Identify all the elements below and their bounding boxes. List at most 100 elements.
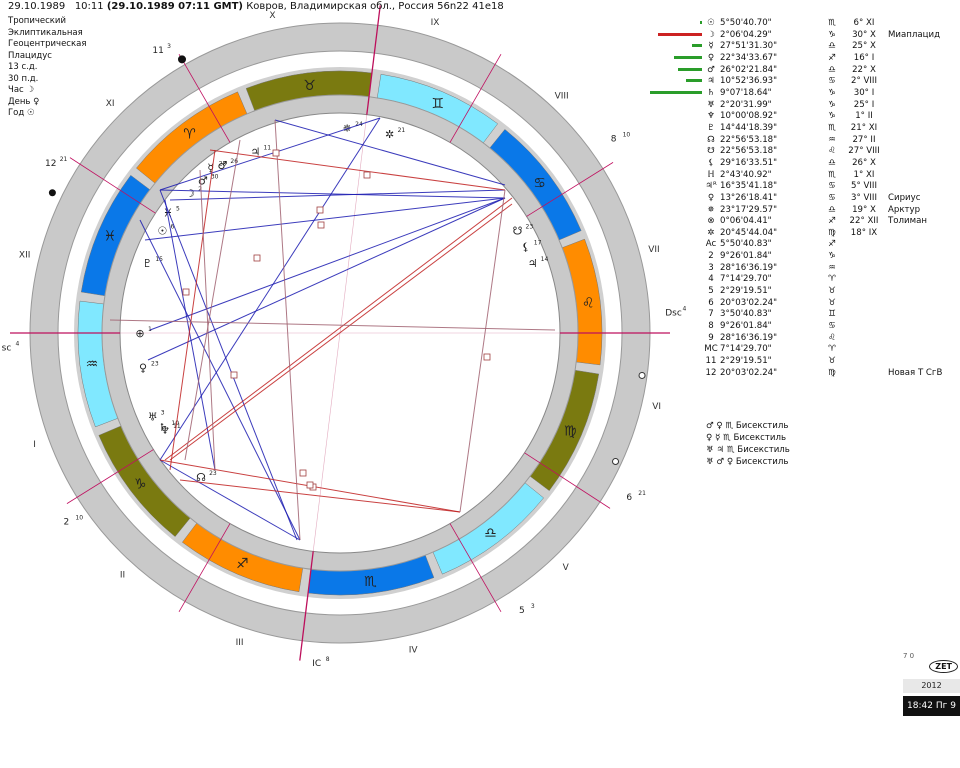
planet-symbol-icon: ☉ (707, 18, 715, 28)
cusp-degree: 21 (60, 156, 68, 163)
aspect-line (159, 189, 506, 199)
house-numeral: III (236, 638, 244, 648)
fixed-star-name (888, 251, 942, 263)
planet-symbol-icon: ☋ (707, 146, 715, 157)
planet-symbol-icon: ℍ (707, 169, 715, 180)
planet-position: 27°51'31.30" (720, 41, 778, 52)
planet-house: 21° XI (850, 122, 878, 133)
planet-row: ⚸29°16'33.51"♎26° X (646, 158, 942, 170)
aspect-strength-bar (646, 239, 702, 251)
aspect-bar (650, 90, 702, 94)
planet-house (840, 298, 888, 310)
zodiac-sign-icon: ♌ (828, 146, 836, 157)
house-cusp-line (524, 452, 611, 509)
zodiac-sign-icon: ♒ (828, 134, 836, 145)
chart-planet-degree: 23 (151, 361, 159, 368)
aspect-marker (483, 353, 491, 361)
aspect-bar (658, 32, 702, 36)
zodiac-sign-icon: ♐ (236, 556, 249, 572)
fixed-star-name (888, 65, 942, 77)
aspect-strength-bar (646, 333, 702, 345)
zodiac-sign-icon: ♊ (828, 309, 836, 320)
setting-year: Год ☉ (8, 108, 35, 118)
house-cusp-line (526, 162, 614, 217)
planet-symbol-icon: ♅ (707, 99, 715, 110)
taskbar-clock[interactable]: 18:42 Пг 9 (903, 696, 960, 716)
zet-logo[interactable]: ZET (929, 660, 958, 673)
house-numeral: XII (19, 250, 30, 260)
planet-symbol-icon: 6 (708, 297, 714, 308)
zodiac-sign-icon: ♊ (431, 96, 444, 112)
aspect-line (109, 319, 556, 331)
chart-planet-glyph: ⚸ (522, 240, 530, 253)
house-cusp-line (449, 53, 502, 143)
planet-position: 2°29'19.51" (720, 356, 772, 367)
aspect-strength-bar (646, 111, 702, 123)
house-numeral: VII (648, 245, 659, 255)
aspect-line (209, 149, 506, 191)
planet-house (840, 263, 888, 275)
house-cusp-line (178, 523, 231, 613)
planet-position: 20°03'02.24" (720, 367, 778, 378)
zodiac-sign-icon: ♉ (828, 297, 836, 308)
aspect-item: ♂ ♀ ♏ Бисекстиль (706, 421, 789, 431)
setting-coordinates: Эклиптикальная (8, 27, 83, 38)
cusp-degree: 4 (683, 306, 687, 313)
planet-position: 13°26'18.41" (720, 192, 778, 203)
zodiac-sign-icon: ♑ (828, 111, 836, 122)
planet-row: ✲20°45'44.04"♍18° IX (646, 228, 942, 240)
house-numeral: I (33, 440, 36, 450)
setting-center: Геоцентрическая (8, 39, 87, 49)
planet-house: 22° X (852, 64, 876, 75)
chart-planet-glyph: ♆ (160, 424, 170, 437)
aspect-bar (678, 67, 702, 71)
zodiac-sign-icon: ♑ (828, 87, 836, 98)
chart-planet-degree: 26 (230, 158, 238, 165)
planet-symbol-icon: Ac (705, 239, 717, 250)
zodiac-sign-icon: ♏ (828, 18, 836, 28)
setting-sd: 13 с.д. (8, 62, 38, 72)
cusp-degree: 4 (15, 340, 19, 347)
zodiac-sign-icon: ♈ (183, 126, 196, 142)
fixed-star-name: Сириус (888, 192, 921, 203)
planet-position: 2°06'04.29" (720, 29, 772, 40)
planet-house (840, 368, 888, 380)
aspect-strength-bar (646, 18, 702, 30)
chart-planet-glyph: ♇ (142, 257, 152, 270)
aspect-line (159, 189, 298, 541)
zodiac-sign-icon: ♉ (828, 356, 836, 367)
zodiac-sign-icon: ♍ (828, 227, 836, 238)
planet-symbol-icon: ⊗ (707, 216, 715, 227)
chart-planet-degree: 11 (263, 145, 271, 152)
chart-planet-glyph: ♀ (139, 362, 147, 375)
aspect-line (159, 117, 381, 191)
aspect-strength-bar (646, 30, 702, 42)
planet-house: 30° I (853, 87, 875, 98)
aspect-strength-bar (646, 344, 702, 356)
zodiac-sign-icon: ♏ (364, 574, 377, 590)
aspect-strength-bar (646, 274, 702, 286)
planet-row: ☋22°56'53.18"♌27° VIII (646, 146, 942, 158)
xi-marker-dot (48, 189, 56, 197)
planet-position: 2°43'40.92" (720, 169, 772, 180)
zodiac-sign-icon: ♉ (303, 78, 316, 94)
fixed-star-name (888, 41, 942, 53)
planet-symbol-icon: ♃ (707, 76, 715, 87)
aspect-bar (692, 44, 702, 48)
house-numeral: II (120, 571, 125, 581)
aspect-line (179, 479, 461, 513)
aspect-strength-bar (646, 76, 702, 88)
aspect-line (159, 459, 301, 541)
planet-position: 2°29'19.51" (720, 286, 772, 297)
aspect-list: ♂ ♀ ♏ Бисекстиль ♀ ☿ ♏ Бисекстиль ♅ ♃ ♏ … (706, 420, 790, 468)
aspect-line (139, 219, 301, 541)
planet-house: 1° II (855, 111, 873, 122)
chart-planet-degree: 3 (161, 409, 165, 416)
fixed-star-name: Толиман (888, 216, 927, 227)
planet-position: 14°44'18.39" (720, 122, 778, 133)
aspect-marker (306, 481, 314, 489)
vi-marker-circle (638, 371, 646, 379)
